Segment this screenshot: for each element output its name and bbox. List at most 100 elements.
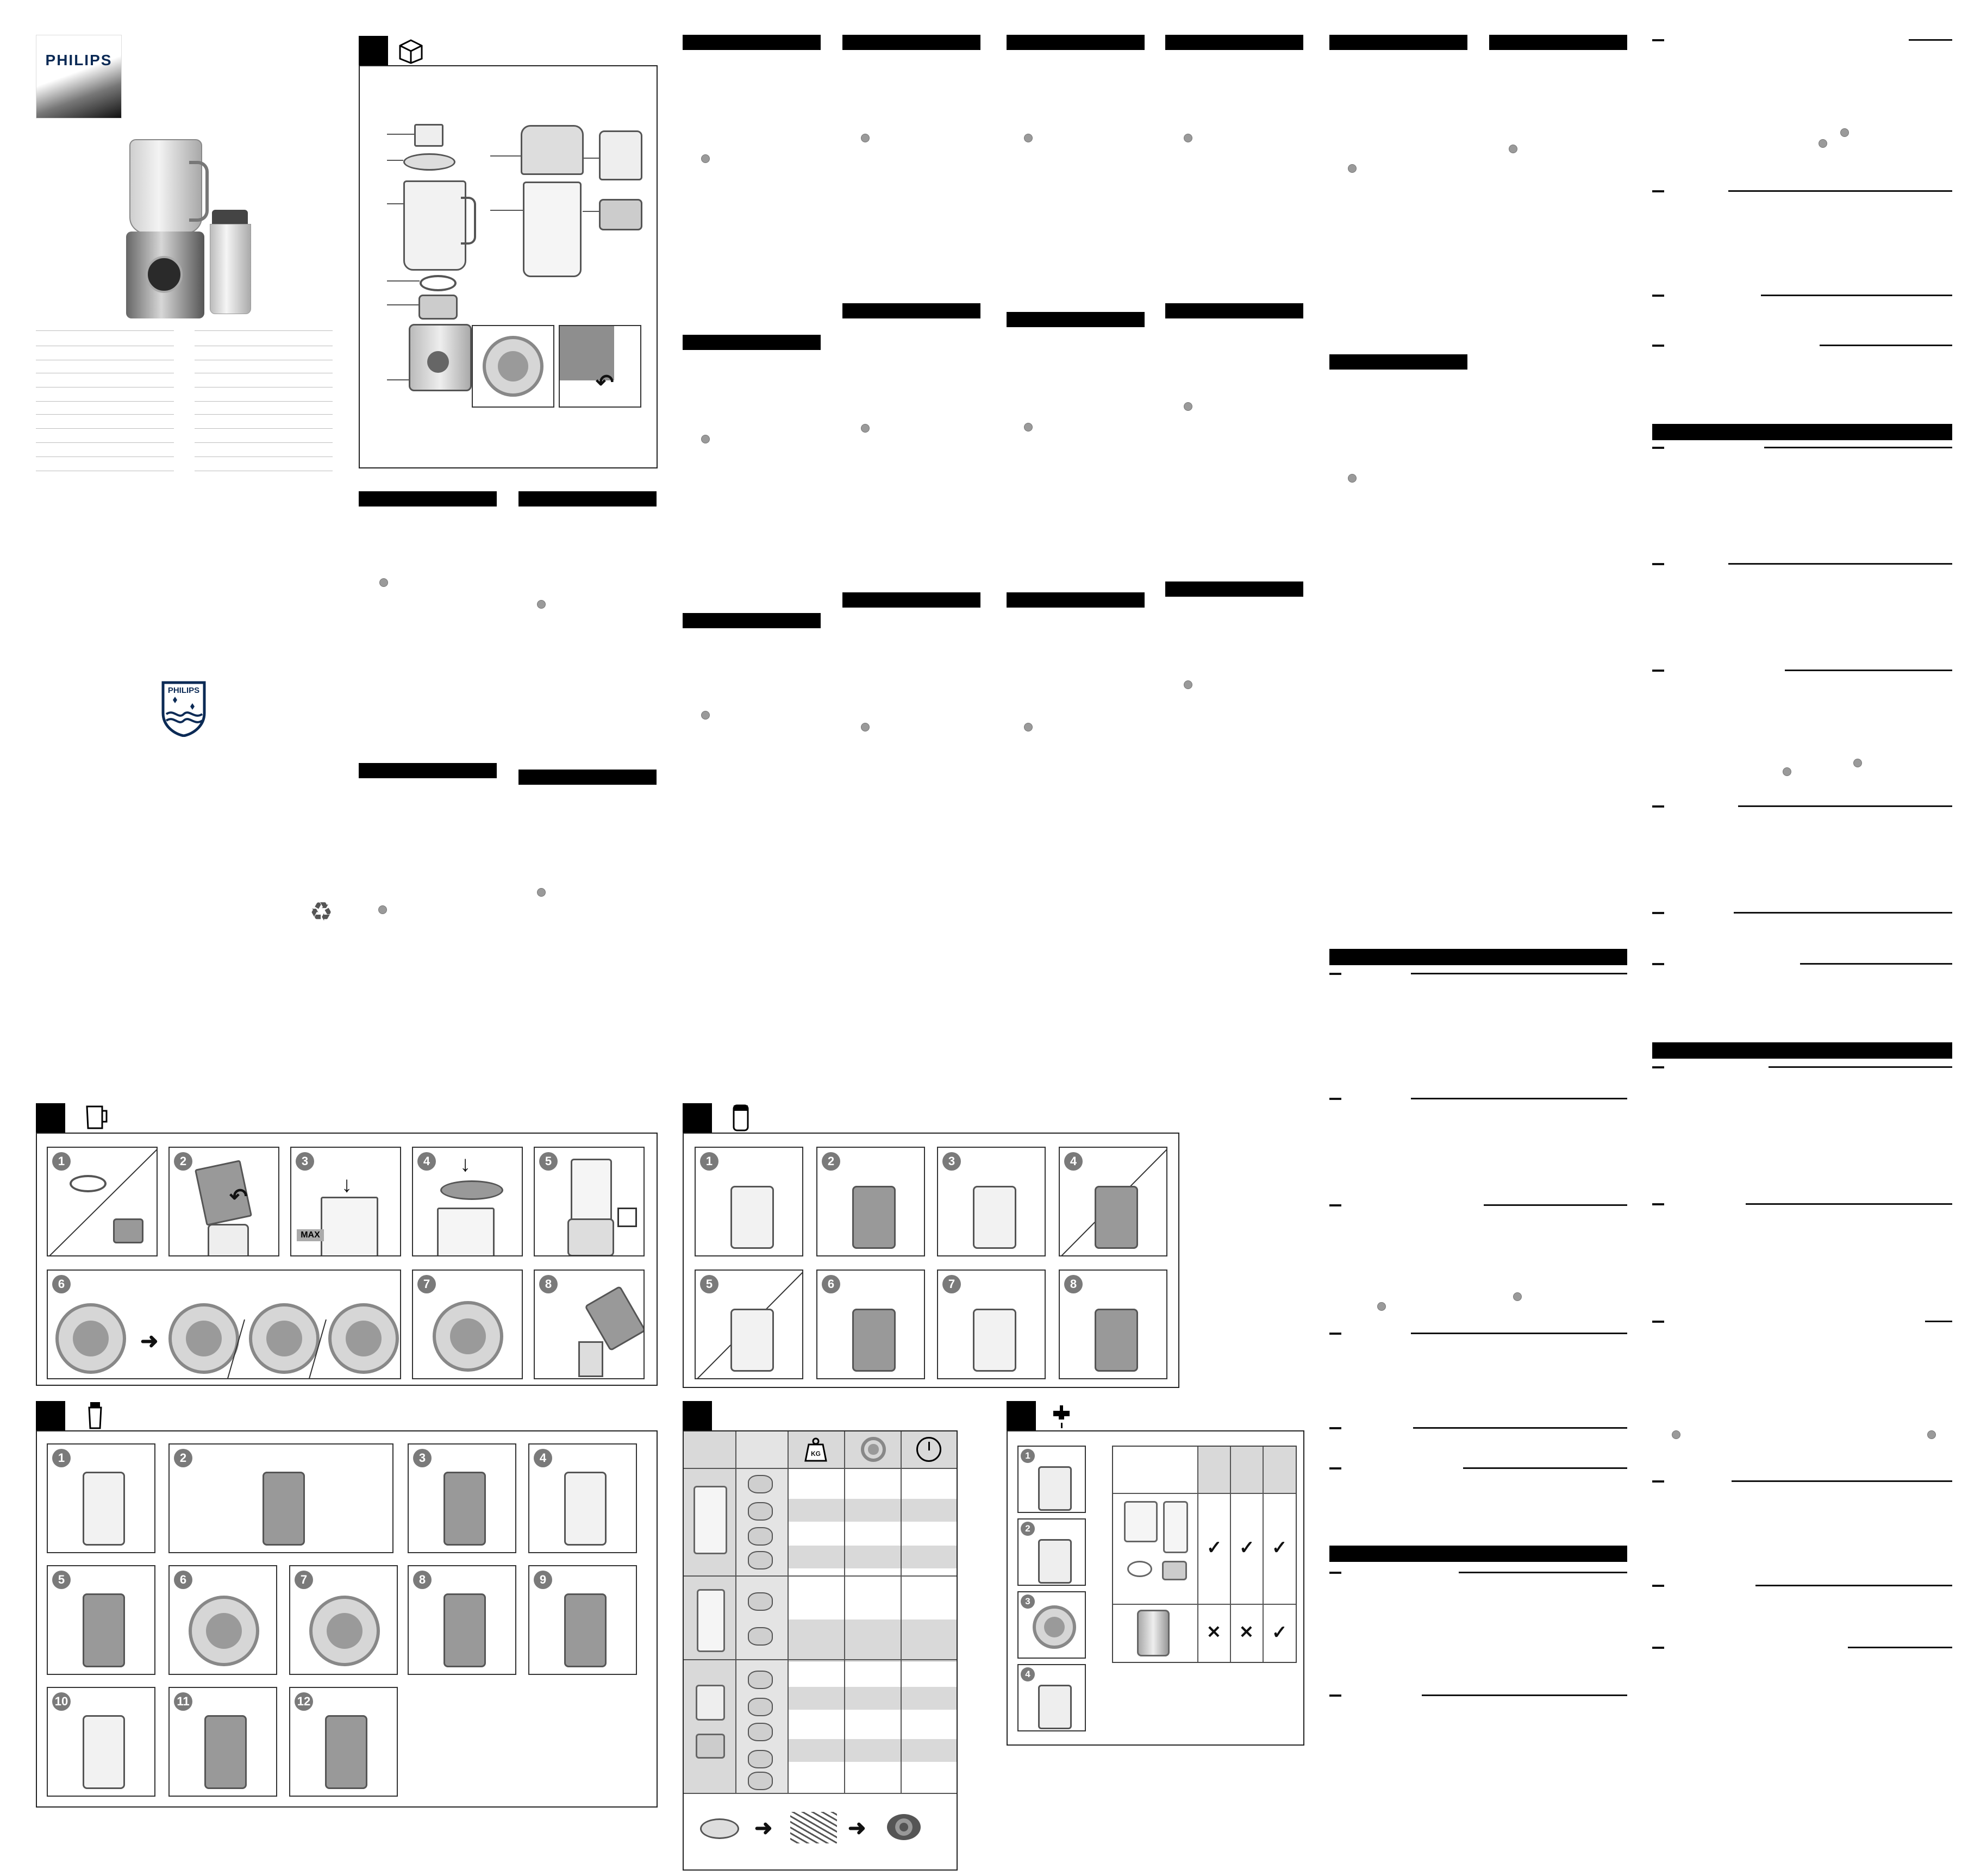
mill-step-8: 8	[1059, 1270, 1167, 1379]
heading-rule	[1484, 1204, 1627, 1206]
bullet-marker	[1184, 402, 1192, 411]
heading-marker	[1329, 1694, 1341, 1697]
heading-rule	[1413, 1427, 1627, 1429]
cord-storage-detail: ↶	[559, 325, 641, 408]
bottle-product-photo	[210, 210, 251, 314]
wide-section-bar	[1652, 1042, 1952, 1059]
bullet-marker	[1819, 139, 1827, 148]
bullet-marker	[1927, 1430, 1936, 1439]
mill-step-1: 1	[695, 1147, 803, 1256]
bullet-marker	[1024, 134, 1033, 142]
bottle-step-7: 7	[289, 1565, 398, 1675]
bullet-marker	[379, 578, 388, 587]
dishwasher-ok-check: ✓	[1207, 1537, 1222, 1558]
food-pictogram	[748, 1527, 773, 1546]
section-bar	[1329, 354, 1467, 370]
bullet-marker	[1513, 1292, 1522, 1301]
section-bar	[1007, 592, 1145, 608]
components-overview-panel: ↶	[359, 65, 658, 468]
bullet-marker	[701, 435, 710, 443]
recycle-icon: ♻	[309, 898, 333, 927]
mill-step-2: 2	[816, 1147, 925, 1256]
heading-rule	[1755, 1585, 1952, 1586]
bullet-marker	[861, 424, 870, 433]
heading-rule	[1820, 345, 1952, 346]
index-line	[36, 428, 174, 429]
section-bar	[518, 491, 657, 506]
heading-rule	[1738, 805, 1952, 807]
not-allowed-cross: ✕	[1239, 1622, 1254, 1642]
heading-marker	[1652, 670, 1664, 672]
bullet-marker	[861, 723, 870, 731]
heading-rule	[1411, 1333, 1627, 1334]
heading-marker	[1329, 973, 1341, 975]
index-line	[36, 414, 174, 415]
index-line	[195, 401, 333, 402]
heading-marker	[1652, 563, 1664, 565]
food-pictogram	[748, 1772, 773, 1790]
max-label: MAX	[297, 1229, 324, 1241]
heading-marker	[1329, 1572, 1341, 1574]
cloth-ok-check: ✓	[1272, 1622, 1288, 1643]
food-pictogram	[748, 1502, 773, 1521]
food-pictogram	[748, 1475, 773, 1493]
not-allowed-cross: ✕	[1207, 1622, 1221, 1642]
tap-icon	[1050, 1401, 1079, 1430]
heading-marker	[1652, 1647, 1664, 1649]
heading-marker	[1652, 295, 1664, 297]
jar-step-6: 6 ➜	[47, 1270, 401, 1379]
bottle-step-12: 12	[289, 1687, 398, 1797]
bullet-marker	[861, 134, 870, 142]
wide-section-bar	[1652, 424, 1952, 440]
heading-rule	[1459, 1572, 1627, 1573]
heading-rule	[1769, 1066, 1952, 1068]
brand-logo-text: PHILIPS	[45, 52, 113, 68]
speed-dial-icon	[861, 1437, 886, 1462]
bullet-marker	[1348, 474, 1357, 483]
bottle-step-4: 4	[528, 1443, 637, 1553]
section-bar	[1165, 303, 1303, 318]
heading-marker	[1652, 1480, 1664, 1483]
blender-jar-icon	[80, 1103, 110, 1133]
food-pictogram	[748, 1698, 773, 1716]
heading-rule	[1728, 563, 1952, 565]
box-icon	[397, 36, 426, 65]
bullet-marker	[537, 888, 546, 897]
heading-marker	[1652, 447, 1664, 449]
bottle-step-10: 10	[47, 1687, 155, 1797]
bullet-marker	[537, 600, 546, 609]
bullet-marker	[1853, 759, 1862, 767]
bottle-step-11: 11	[168, 1687, 277, 1797]
heading-marker	[1329, 1098, 1341, 1100]
heading-rule	[1746, 1203, 1952, 1205]
section-tab-bottle	[36, 1401, 65, 1430]
bullet-marker	[1377, 1302, 1386, 1311]
mill-step-4: 4	[1059, 1147, 1167, 1256]
heading-marker	[1652, 963, 1664, 965]
bullet-marker	[1024, 723, 1033, 731]
mill-step-6: 6	[816, 1270, 925, 1379]
index-line	[36, 442, 174, 443]
index-line	[36, 330, 174, 331]
wide-section-bar	[1329, 949, 1627, 965]
section-tab-jar	[36, 1103, 65, 1133]
section-bar	[1165, 581, 1303, 597]
heading-rule	[1411, 973, 1627, 974]
heading-marker	[1652, 190, 1664, 192]
jar-step-5: 5	[534, 1147, 645, 1256]
bottle-step-3: 3	[408, 1443, 516, 1553]
heading-rule	[1848, 1647, 1952, 1648]
clock-icon	[916, 1437, 941, 1462]
jar-step-2: 2 ↶	[168, 1147, 279, 1256]
philips-logo-block: PHILIPS	[36, 35, 122, 118]
jar-step-7: 7	[412, 1270, 523, 1379]
heading-marker	[1652, 1203, 1664, 1205]
cleaning-step-1: 1	[1017, 1446, 1086, 1513]
bottle-step-1: 1	[47, 1443, 155, 1553]
section-bar	[683, 35, 821, 50]
mill-step-3: 3	[937, 1147, 1046, 1256]
food-pictogram	[748, 1551, 773, 1569]
heading-marker	[1652, 1066, 1664, 1068]
section-tab-overview	[359, 36, 388, 65]
jar-step-3: 3 MAX ↓	[290, 1147, 401, 1256]
